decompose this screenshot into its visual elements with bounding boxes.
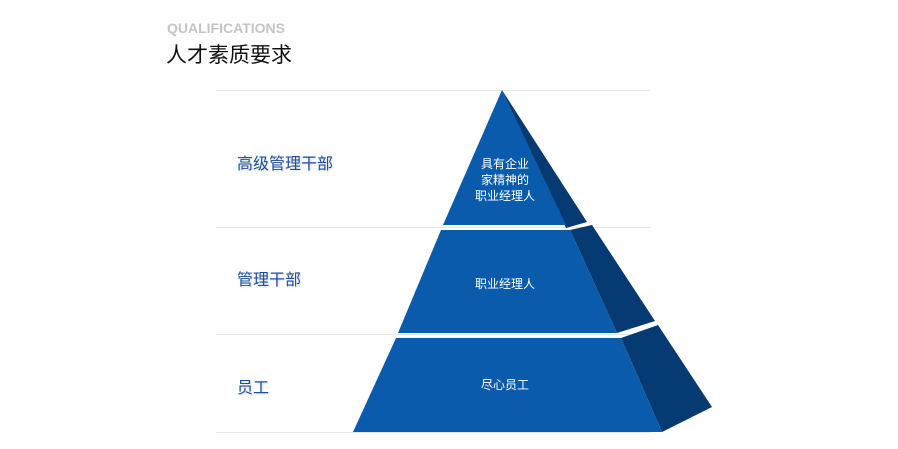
tier-top-line-2: 家精神的 [481,172,529,187]
pyramid-tier-top-side [502,90,587,228]
pyramid-tier-bottom-front [353,338,662,432]
tier-top-line-3: 职业经理人 [475,189,535,203]
divider-bottom [216,432,650,433]
page-title: 人才素质要求 [166,43,292,67]
pyramid-tier-bottom-side [621,325,712,432]
pyramid-tier-bottom: 尽心员工 [353,325,712,432]
pyramid-tier-middle-side [570,225,655,333]
level-label-management: 管理干部 [237,270,302,289]
pyramid-tier-top-front [443,90,566,225]
pyramid-tier-top: 具有企业 家精神的 职业经理人 [443,90,587,228]
divider-top [216,90,650,91]
pyramid-tier-middle: 职业经理人 [398,225,655,333]
tier-middle-label: 职业经理人 [475,277,535,291]
tier-top-line-1: 具有企业 [481,156,529,171]
level-label-staff: 员工 [237,378,270,397]
pyramid-tier-middle-front [398,230,617,333]
divider-2 [216,334,650,335]
divider-1 [216,227,650,228]
tier-bottom-label: 尽心员工 [481,378,529,392]
subtitle-en: QUALIFICATIONS [167,20,285,36]
level-label-senior-management: 高级管理干部 [237,154,334,173]
